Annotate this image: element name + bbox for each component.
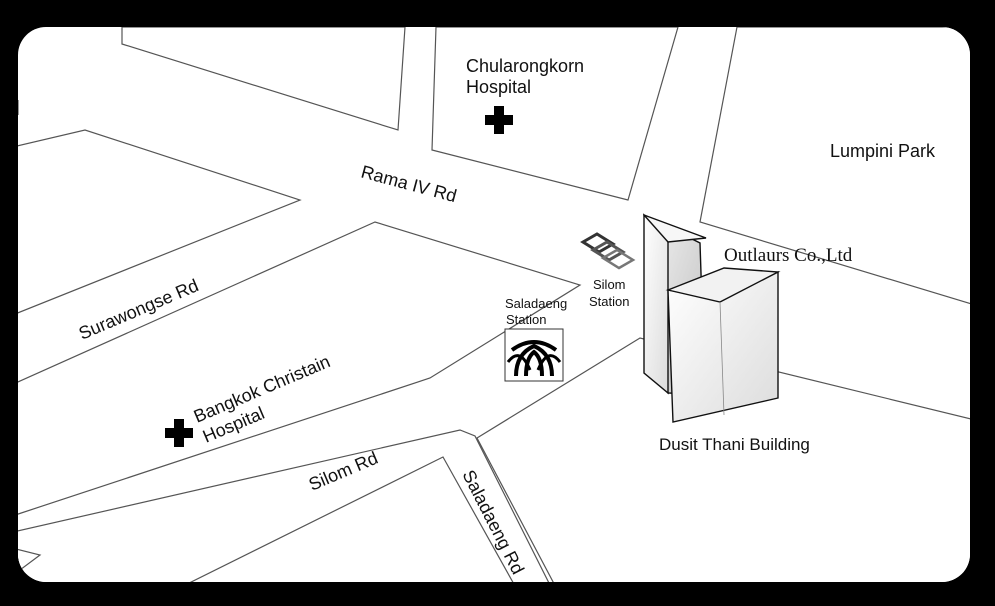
tower-back-top: [643, 214, 707, 243]
block-surawongse-north: [18, 129, 302, 321]
label-saladaeng-station-line1: Saladaeng: [505, 296, 567, 311]
city-blocks: [18, 27, 970, 582]
hospital-cross-icon: [485, 106, 513, 134]
block-bottom-right: [476, 337, 970, 582]
bts-logo-icon: [580, 232, 636, 270]
block-top-left: [121, 27, 406, 131]
block-bottom-middle: [164, 456, 522, 582]
block-lumpini: [699, 27, 970, 306]
label-company: Outlaurs Co.,Ltd: [724, 245, 853, 266]
label-dusit-thani: Dusit Thani Building: [659, 435, 810, 454]
label-chulalongkorn-line2: Hospital: [466, 77, 531, 97]
mrt-logo-icon: [504, 328, 564, 382]
tower-back-face: [643, 213, 669, 395]
dusit-thani-building: [643, 213, 781, 423]
tower-front-top: [665, 267, 781, 303]
label-lumpini-park: Lumpini Park: [830, 141, 936, 161]
label-silom-station-line2: Station: [589, 294, 629, 309]
label-silom-station-line1: Silom: [593, 277, 626, 292]
hospital-cross-icon: [165, 419, 193, 447]
label-saladaeng-station-line2: Station: [506, 312, 546, 327]
block-chulalongkorn: [431, 27, 679, 201]
label-chulalongkorn-line1: Chularongkorn: [466, 56, 584, 76]
